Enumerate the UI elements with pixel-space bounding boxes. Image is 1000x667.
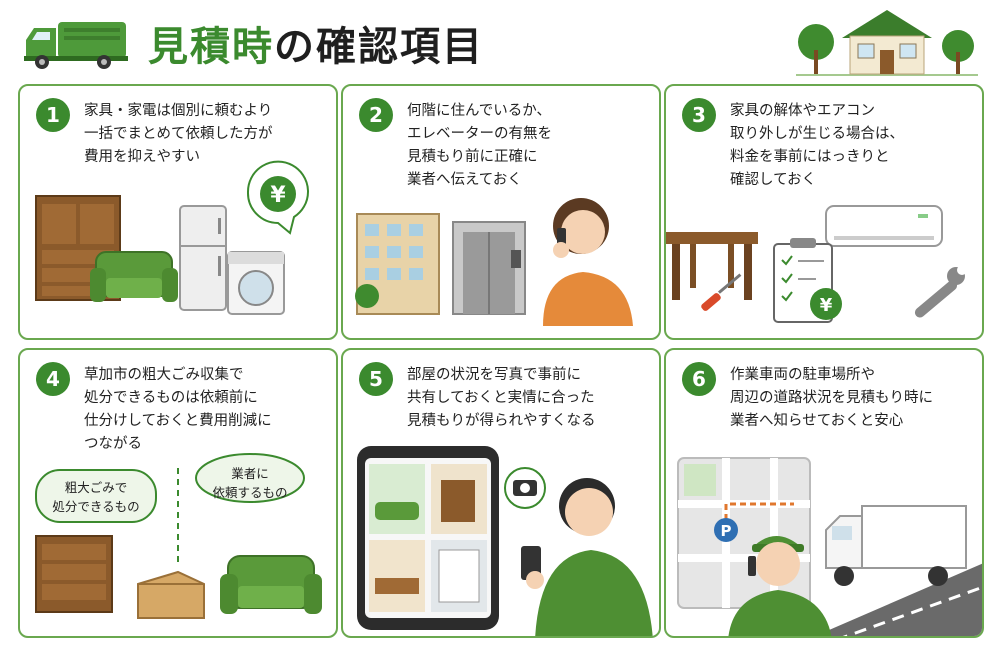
camera-icon bbox=[504, 467, 546, 509]
card-number: 3 bbox=[682, 98, 716, 132]
washing-machine-icon bbox=[227, 251, 285, 315]
disassembly-aircon-illustration: ¥ bbox=[666, 205, 967, 323]
bulky-waste-bubble: 粗大ごみで 処分できるもの bbox=[35, 469, 157, 523]
garbage-truck-icon bbox=[24, 22, 128, 69]
tablet-icon bbox=[357, 446, 499, 630]
chest-drawers-icon bbox=[35, 535, 113, 613]
card-number: 5 bbox=[359, 362, 393, 396]
woman-on-phone-icon bbox=[543, 198, 633, 326]
sofa-icon bbox=[220, 555, 322, 614]
card-number: 2 bbox=[359, 98, 393, 132]
svg-text:依頼するもの: 依頼するもの bbox=[212, 485, 287, 500]
card-text: 何階に住んでいるか、 エレベーターの有無を 見積もり前に正確に 業者へ伝えておく bbox=[407, 103, 552, 188]
card-1: 1 家具・家電は個別に頼むより 一括でまとめて依頼した方が 費用を抑えやすい bbox=[18, 84, 338, 340]
elevator-icon bbox=[452, 221, 526, 315]
card-number: 1 bbox=[36, 98, 70, 132]
svg-text:業者に: 業者に bbox=[231, 466, 269, 481]
screwdriver-icon bbox=[701, 273, 742, 311]
svg-text:処分できるもの: 処分できるもの bbox=[52, 499, 139, 514]
contractor-bubble: 業者に 依頼するもの bbox=[194, 453, 306, 503]
road-icon bbox=[815, 563, 982, 636]
sorting-illustration: 粗大ごみで 処分できるもの 業者に 依頼するもの bbox=[35, 453, 322, 619]
worker-on-phone-icon bbox=[728, 536, 832, 636]
air-conditioner-icon bbox=[825, 205, 943, 247]
wardrobe-icon bbox=[35, 195, 121, 301]
house-icon bbox=[796, 10, 978, 76]
card-number: 6 bbox=[682, 362, 716, 396]
card-4: 4 草加市の粗大ごみ収集で 処分できるものは依頼前に 仕分けしておくと費用削減に… bbox=[18, 348, 338, 638]
svg-text:¥: ¥ bbox=[820, 295, 833, 316]
cardboard-box-icon bbox=[137, 570, 205, 619]
sofa-icon bbox=[90, 251, 178, 302]
building-elevator-illustration bbox=[355, 198, 633, 326]
card-2: 2 何階に住んでいるか、 エレベーターの有無を 見積もり前に正確に 業者へ伝えて… bbox=[341, 84, 661, 340]
yen-coin-icon: ¥ bbox=[246, 160, 309, 235]
card-text: 草加市の粗大ごみ収集で 処分できるものは依頼前に 仕分けしておくと費用削減に つ… bbox=[84, 367, 272, 452]
card-number: 4 bbox=[36, 362, 70, 396]
parking-marker-icon: P bbox=[714, 518, 738, 542]
card-text: 家具の解体やエアコン 取り外しが生じる場合は、 料金を事前にはっきりと 確認して… bbox=[730, 103, 904, 188]
man-with-phone-icon bbox=[521, 478, 653, 636]
header: 見積時の確認項目 bbox=[0, 0, 1000, 78]
card-3: 3 家具の解体やエアコン 取り外しが生じる場合は、 料金を事前にはっきりと 確認… bbox=[664, 84, 984, 340]
card-6: 6 作業車両の駐車場所や 周辺の道路状況を見積もり時に 業者へ知らせておくと安心… bbox=[664, 348, 984, 638]
table-icon bbox=[666, 232, 758, 300]
card-text: 家具・家電は個別に頼むより 一括でまとめて依頼した方が 費用を抑えやすい bbox=[84, 103, 273, 165]
page-title: 見積時の確認項目 bbox=[148, 24, 484, 70]
svg-text:¥: ¥ bbox=[270, 183, 286, 208]
card-5: 5 部屋の状況を写真で事前に 共有しておくと実情に合った 見積もりが得られやすく… bbox=[341, 348, 661, 638]
apartment-building-icon bbox=[355, 213, 440, 315]
svg-text:P: P bbox=[721, 522, 732, 540]
card-text: 作業車両の駐車場所や 周辺の道路状況を見積もり時に 業者へ知らせておくと安心 bbox=[730, 367, 933, 429]
wrench-icon bbox=[914, 265, 967, 318]
svg-text:粗大ごみで: 粗大ごみで bbox=[65, 480, 128, 495]
map-icon bbox=[677, 457, 811, 609]
card-text: 部屋の状況を写真で事前に 共有しておくと実情に合った 見積もりが得られやすくなる bbox=[407, 367, 596, 429]
refrigerator-icon bbox=[179, 205, 227, 311]
photo-sharing-illustration bbox=[357, 446, 653, 636]
delivery-truck-icon bbox=[825, 505, 967, 586]
clipboard-icon: ¥ bbox=[773, 238, 842, 323]
furniture-appliances-illustration: ¥ bbox=[35, 160, 309, 315]
parking-map-illustration: P bbox=[677, 457, 982, 636]
